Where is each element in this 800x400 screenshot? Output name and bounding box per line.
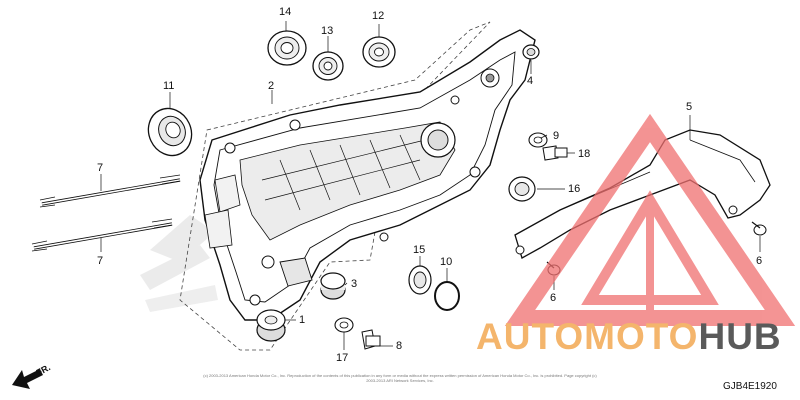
bushing-1	[256, 309, 286, 342]
callout-14: 14	[279, 6, 292, 18]
callout-10: 10	[440, 256, 453, 268]
copyright-notice: (c) 2003-2013 American Honda Motor Co., …	[203, 373, 597, 383]
diagram-code: GJB4E1920	[723, 381, 777, 392]
circlip-10	[434, 281, 460, 311]
callout-7-upper: 7	[97, 162, 104, 174]
callout-4: 4	[527, 75, 534, 87]
dashed-outline	[179, 21, 491, 351]
callout-13: 13	[321, 25, 334, 37]
honda-background-wing	[140, 215, 218, 312]
seal-15	[408, 265, 432, 295]
callout-5: 5	[686, 101, 693, 113]
callout-2: 2	[268, 80, 275, 92]
watermark-wordmark-part-a: AUTOMOTO	[476, 316, 699, 357]
callout-9: 9	[553, 130, 560, 142]
oil-seal-16	[508, 176, 536, 202]
callout-7-lower: 7	[97, 255, 104, 267]
watermark-wordmark-part-b: HUB	[698, 316, 782, 357]
callout-12: 12	[372, 10, 385, 22]
bearing-13	[312, 51, 344, 81]
watermark-wordmark: AUTOMOTOHUB	[476, 317, 782, 357]
callout-6-right: 6	[756, 255, 763, 267]
oil-seal-11	[147, 107, 193, 157]
bearing-12	[362, 36, 396, 68]
dowel-pin-4	[522, 44, 540, 60]
bolt-18	[542, 145, 568, 161]
washer-9	[528, 132, 548, 148]
callout-17: 17	[336, 352, 349, 364]
callout-1: 1	[299, 314, 306, 326]
watermark-triangle-logo	[504, 113, 796, 326]
crankcase-left	[199, 29, 536, 321]
callout-3: 3	[351, 278, 358, 290]
callout-15: 15	[413, 244, 426, 256]
bushing-3	[320, 272, 346, 300]
screw-6-right	[751, 221, 767, 236]
front-direction-arrow-icon	[12, 369, 43, 389]
callout-11: 11	[163, 80, 175, 92]
bearing-14	[267, 30, 307, 66]
callout-8: 8	[396, 340, 403, 352]
bolt-8	[361, 329, 381, 350]
callout-6-left: 6	[550, 292, 557, 304]
washer-17	[334, 317, 354, 333]
callout-18: 18	[578, 148, 591, 160]
leader-lines	[100, 21, 761, 350]
callout-16: 16	[568, 183, 581, 195]
stud-bolts	[31, 174, 181, 252]
